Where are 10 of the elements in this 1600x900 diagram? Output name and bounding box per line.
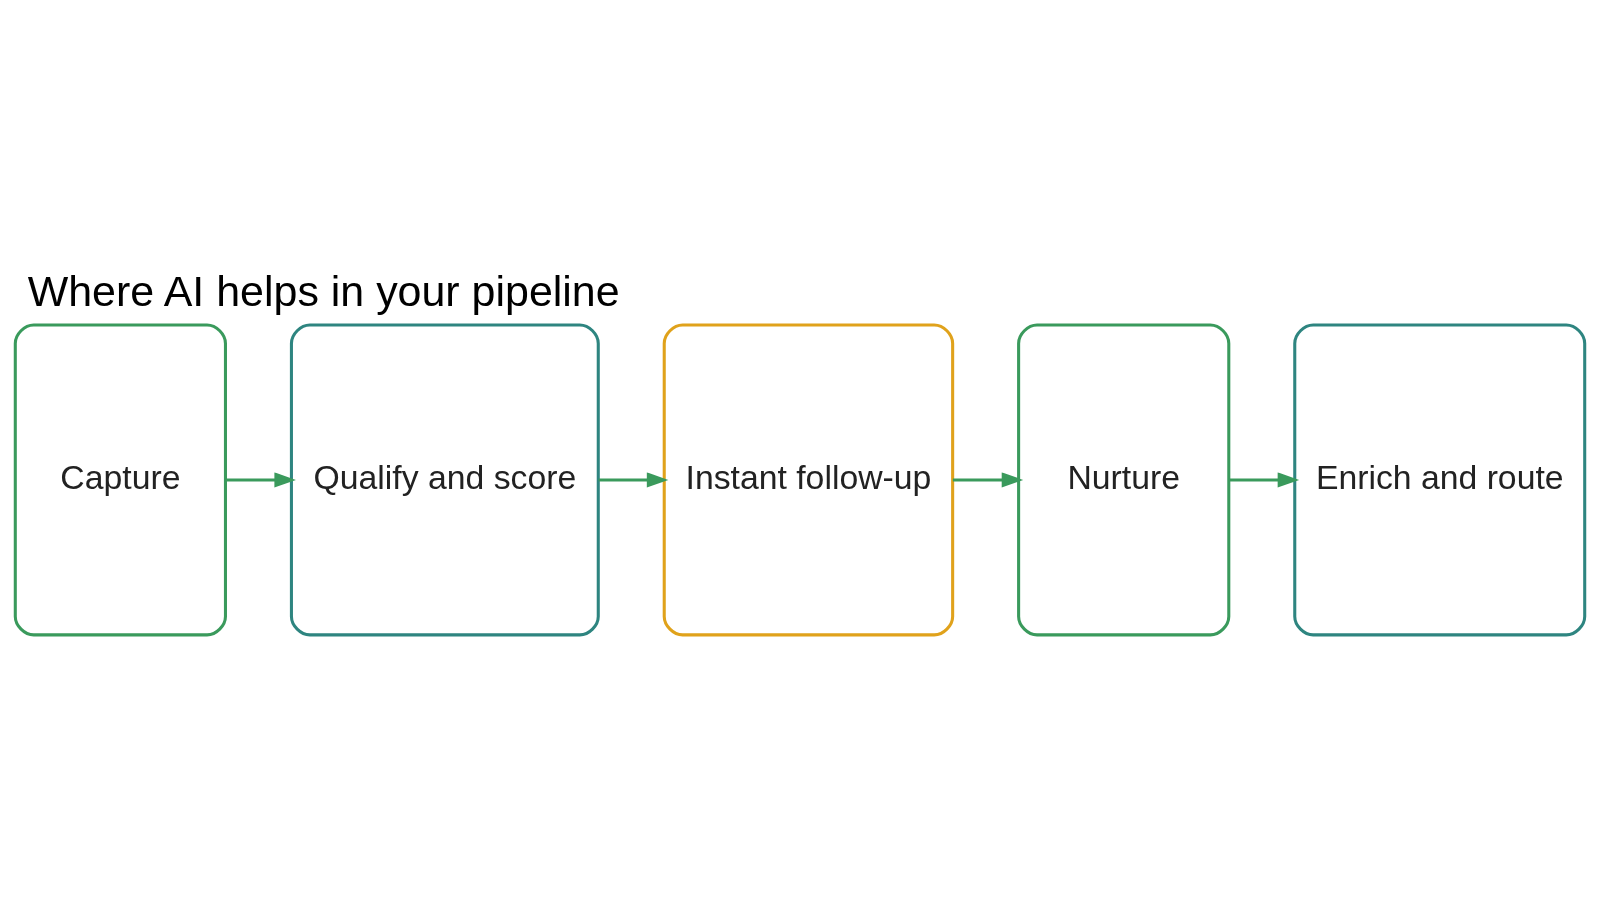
- node-box: Enrich and route: [1293, 323, 1587, 637]
- arrow: [225, 472, 296, 488]
- node-box: Nurture: [1017, 323, 1231, 637]
- node-box: Capture: [13, 323, 227, 637]
- diagram-title: Where AI helps in your pipeline: [27, 266, 620, 315]
- arrow: [1229, 472, 1300, 488]
- node-box: Qualify and score: [289, 323, 600, 637]
- arrow: [598, 472, 669, 488]
- node-box: Instant follow-up: [662, 323, 955, 637]
- arrow: [952, 472, 1024, 488]
